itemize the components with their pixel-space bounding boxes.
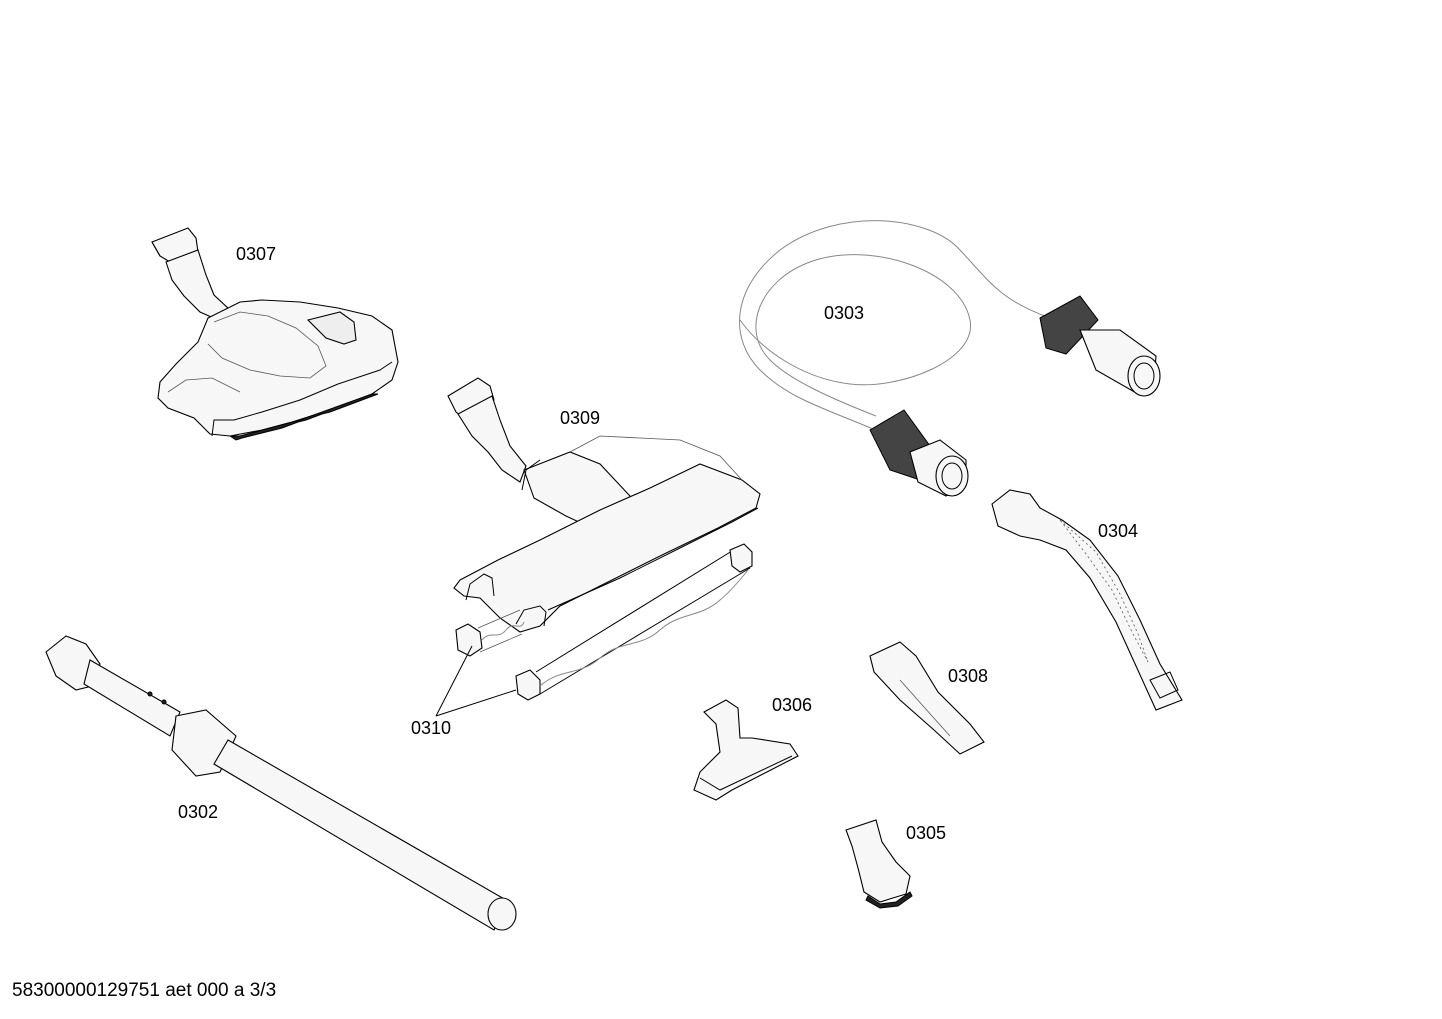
part-label-0303: 0303 <box>824 303 865 323</box>
part-label-0306: 0306 <box>772 695 813 715</box>
part-label-0310: 0310 <box>411 718 452 738</box>
small-nozzle-icon <box>845 819 913 909</box>
floor-brush-nozzle-icon <box>151 227 399 441</box>
part-label-0309: 0309 <box>560 408 601 428</box>
crevice-nozzle-icon <box>869 641 985 755</box>
suction-hose-icon <box>739 220 1161 497</box>
part-label-0307: 0307 <box>236 244 277 264</box>
part-label-0308: 0308 <box>948 666 989 686</box>
turbo-brush-nozzle-icon <box>447 377 761 633</box>
document-code: 58300000129751 aet 000 a 3/3 <box>12 980 277 1001</box>
upholstery-nozzle-icon <box>693 699 799 801</box>
part-label-0305: 0305 <box>906 823 947 843</box>
hose-handle-icon <box>991 489 1183 711</box>
part-label-0302: 0302 <box>178 802 219 822</box>
telescopic-tube-icon <box>45 635 517 931</box>
part-label-0304: 0304 <box>1098 521 1139 541</box>
brush-roller-icon <box>435 543 753 717</box>
